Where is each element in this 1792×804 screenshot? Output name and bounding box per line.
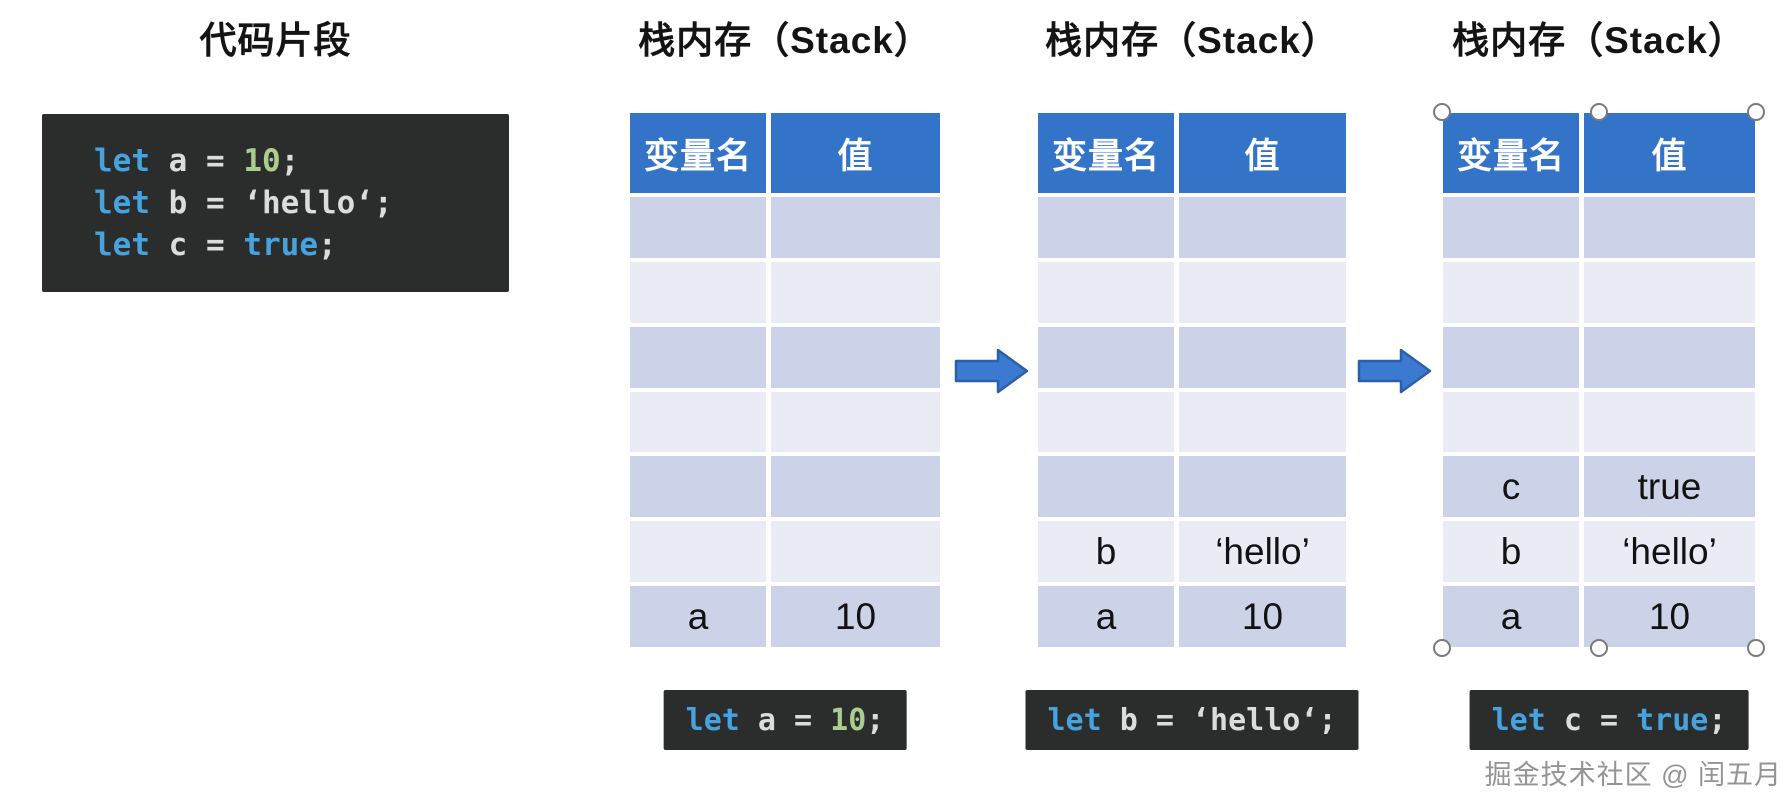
table-cell: a — [1443, 586, 1579, 647]
table-cell — [1584, 197, 1755, 258]
selection-handle-bottom-right[interactable] — [1747, 639, 1765, 657]
code-caption-2[interactable]: let b = ‘hello‘; — [1025, 690, 1359, 750]
code-value: true — [243, 227, 318, 263]
table-cell — [771, 261, 940, 323]
code-text: b = — [1101, 702, 1192, 738]
table-cell: 10 — [1179, 586, 1346, 647]
table-cell — [1443, 261, 1579, 323]
table-cell — [1038, 326, 1174, 388]
table-cell — [771, 197, 940, 258]
table-header-cell: 值 — [1584, 113, 1755, 193]
code-caption-3[interactable]: let c = true; — [1469, 690, 1749, 750]
table-cell: c — [1443, 456, 1579, 518]
table-cell: b — [1443, 521, 1579, 583]
code-value: 10 — [243, 143, 281, 179]
table-cell — [1584, 326, 1755, 388]
code-semicolon: ; — [317, 227, 337, 263]
code-semicolon: ; — [1318, 702, 1337, 738]
table-cell — [630, 197, 766, 258]
code-snippet-panel[interactable]: let a = 10; let b = ‘hello‘; let c = tru… — [42, 114, 509, 292]
code-value: ‘hello‘ — [243, 185, 374, 221]
table-cell — [1038, 197, 1174, 258]
table-header-cell: 值 — [771, 113, 940, 193]
table-cell — [771, 456, 940, 518]
table-header-cell: 变量名 — [1038, 113, 1174, 193]
code-semicolon: ; — [280, 143, 300, 179]
table-cell — [1443, 326, 1579, 388]
table-cell — [630, 391, 766, 453]
table-cell — [1179, 197, 1346, 258]
stack3-title: 栈内存（Stack） — [1452, 20, 1746, 61]
table-cell — [1584, 391, 1755, 453]
code-semicolon: ; — [373, 185, 393, 221]
table-cell: a — [630, 586, 766, 647]
selection-handle-bottom-middle[interactable] — [1590, 639, 1608, 657]
stack1-title: 栈内存（Stack） — [638, 20, 932, 61]
table-cell — [1038, 456, 1174, 518]
table-cell — [771, 391, 940, 453]
arrow-right-icon[interactable] — [953, 345, 1031, 397]
table-cell — [1179, 456, 1346, 518]
code-text: a = — [150, 143, 244, 179]
code-keyword: let — [685, 702, 740, 738]
table-cell — [1179, 391, 1346, 453]
stack-table-1[interactable]: 变量名 值 a 10 — [630, 113, 940, 647]
watermark: 掘金技术社区 @ 闰五月 — [1484, 760, 1782, 790]
table-cell — [630, 326, 766, 388]
table-cell: 10 — [771, 586, 940, 647]
table-cell — [1179, 326, 1346, 388]
table-header-cell: 变量名 — [630, 113, 766, 193]
table-cell — [1443, 197, 1579, 258]
table-header-cell: 值 — [1179, 113, 1346, 193]
code-keyword: let — [1047, 702, 1102, 738]
table-header-cell: 变量名 — [1443, 113, 1579, 193]
table-cell — [630, 456, 766, 518]
selection-handle-bottom-left[interactable] — [1433, 639, 1451, 657]
stack2-title: 栈内存（Stack） — [1045, 20, 1339, 61]
code-line: let b = ‘hello‘; — [94, 182, 509, 224]
code-line: let c = true; — [94, 224, 509, 266]
table-cell — [630, 261, 766, 323]
selection-handle-top-middle[interactable] — [1590, 103, 1608, 121]
table-cell: true — [1584, 456, 1755, 518]
table-cell — [1179, 261, 1346, 323]
table-cell — [771, 326, 940, 388]
table-cell: 10 — [1584, 586, 1755, 647]
code-keyword: let — [1491, 702, 1546, 738]
table-cell — [1443, 391, 1579, 453]
code-text: c = — [1545, 702, 1637, 738]
arrow-right-icon[interactable] — [1356, 345, 1434, 397]
table-cell: ‘hello’ — [1179, 521, 1346, 583]
code-keyword: let — [94, 185, 150, 221]
table-cell — [1584, 261, 1755, 323]
table-cell: b — [1038, 521, 1174, 583]
code-keyword: let — [94, 143, 150, 179]
code-value: true — [1636, 702, 1709, 738]
code-keyword: let — [94, 227, 150, 263]
code-semicolon: ; — [866, 702, 885, 738]
code-line: let a = 10; — [94, 140, 509, 182]
stack-table-3[interactable]: 变量名 值 c true b ‘hello’ a 10 — [1443, 113, 1755, 647]
code-text: a = — [739, 702, 831, 738]
code-value: ‘hello‘ — [1192, 702, 1319, 738]
selection-handle-top-left[interactable] — [1433, 103, 1451, 121]
code-panel-title: 代码片段 — [199, 20, 352, 61]
code-value: 10 — [830, 702, 867, 738]
code-text: b = — [150, 185, 244, 221]
code-semicolon: ; — [1708, 702, 1727, 738]
table-cell — [1038, 391, 1174, 453]
code-text: c = — [150, 227, 244, 263]
stack-table-3-selected[interactable]: 变量名 值 c true b ‘hello’ a 10 — [1433, 103, 1765, 657]
table-cell: ‘hello’ — [1584, 521, 1755, 583]
table-cell: a — [1038, 586, 1174, 647]
table-cell — [1038, 261, 1174, 323]
table-cell — [771, 521, 940, 583]
code-caption-1[interactable]: let a = 10; — [663, 690, 907, 750]
table-cell — [630, 521, 766, 583]
stack-table-2[interactable]: 变量名 值 b ‘hello’ a 10 — [1038, 113, 1346, 647]
selection-handle-top-right[interactable] — [1747, 103, 1765, 121]
